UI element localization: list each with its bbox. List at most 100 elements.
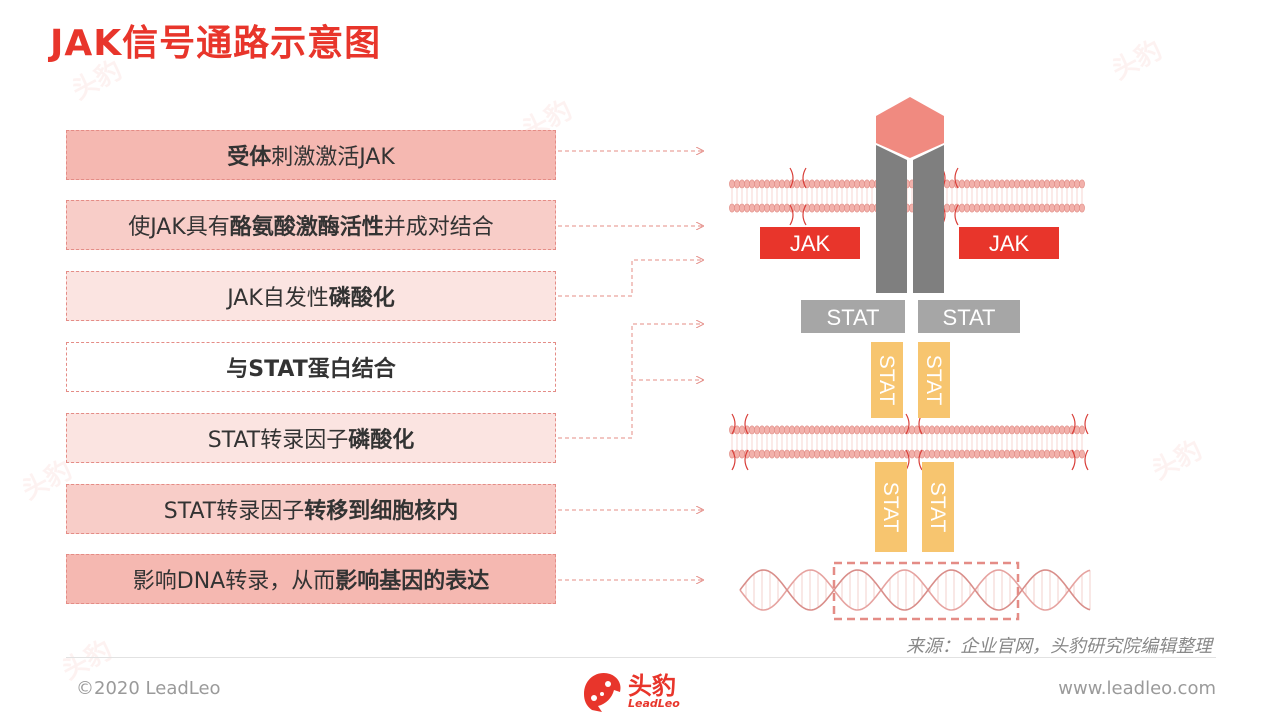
lipid-head (859, 203, 865, 213)
lipid-head (899, 425, 905, 435)
jak-proteins: JAK JAK (760, 227, 1059, 259)
lipid-head (999, 179, 1005, 189)
lipid-head (889, 425, 895, 435)
lipid-head (1024, 203, 1030, 213)
lipid-head (994, 203, 1000, 213)
step-text-segment: 酪氨酸激酶活性 (229, 215, 384, 240)
lipid-head (984, 179, 990, 189)
lipid-head (989, 179, 995, 189)
lipid-head (764, 425, 770, 435)
lipid-head (1004, 203, 1010, 213)
lipid-head (839, 425, 845, 435)
lipid-head (994, 425, 1000, 435)
lipid-head (939, 425, 945, 435)
lipid-head (1059, 449, 1065, 459)
lipid-head (784, 425, 790, 435)
lipid-head (814, 425, 820, 435)
lipid-head (869, 203, 875, 213)
lipid-head (1054, 179, 1060, 189)
lipid-head (1074, 179, 1080, 189)
lipid-head (1019, 425, 1025, 435)
step-text-segment: 并成对结合 (383, 215, 494, 240)
step-list: 受体刺激激活JAK 使JAK具有酪氨酸激酶活性并成对结合 JAK自发性磷酸化 与… (66, 0, 558, 620)
step-box-7: 影响DNA转录，从而影响基因的表达 (66, 554, 556, 604)
lipid-head (824, 203, 830, 213)
copyright-text: ©2020 LeadLeo (76, 678, 221, 699)
lipid-head (924, 449, 930, 459)
step-box-3: JAK自发性磷酸化 (66, 271, 556, 321)
lipid-head (1049, 179, 1055, 189)
step-text-segment: JAK自发性 (227, 286, 329, 311)
lipid-head (824, 449, 830, 459)
lipid-head (739, 425, 745, 435)
lipid-head (739, 203, 745, 213)
lipid-head (1079, 203, 1085, 213)
dna-helix (739, 561, 1091, 621)
jak-label-left: JAK (790, 231, 831, 256)
lipid-head (1024, 449, 1030, 459)
lipid-head (1034, 179, 1040, 189)
lipid-head (804, 449, 810, 459)
lipid-head (979, 449, 985, 459)
lipid-head (989, 203, 995, 213)
lipid-head (1069, 203, 1075, 213)
lipid-head (999, 449, 1005, 459)
lipid-head (754, 203, 760, 213)
lipid-head (849, 179, 855, 189)
lipid-head (909, 449, 915, 459)
lipid-head (1029, 203, 1035, 213)
step-text-segment: 使JAK具有 (128, 215, 230, 240)
lipid-head (734, 179, 740, 189)
lipid-head (854, 179, 860, 189)
lipid-head (1004, 425, 1010, 435)
lipid-head (759, 449, 765, 459)
lipid-head (1029, 425, 1035, 435)
stat-proteins-phosphorylated: STAT STAT (871, 342, 950, 418)
lipid-head (969, 179, 975, 189)
lipid-head (1054, 203, 1060, 213)
lipid-head (884, 425, 890, 435)
lipid-head (794, 179, 800, 189)
lipid-head (774, 203, 780, 213)
stat-vertical-1: STAT (875, 355, 898, 406)
lipid-head (829, 179, 835, 189)
lipid-head (879, 425, 885, 435)
lipid-head (804, 203, 810, 213)
lipid-head (779, 449, 785, 459)
step-box-5: STAT转录因子磷酸化 (66, 413, 556, 463)
step-text-segment: 磷酸化 (328, 286, 395, 311)
lipid-head (764, 179, 770, 189)
lipid-head (959, 203, 965, 213)
lipid-head (764, 203, 770, 213)
lipid-head (974, 179, 980, 189)
lipid-head (979, 425, 985, 435)
lipid-head (994, 179, 1000, 189)
lipid-head (1024, 179, 1030, 189)
lipid-head (789, 425, 795, 435)
step-text-segment: 刺激激活JAK (271, 145, 395, 170)
step-text-segment: 转移到细胞核内 (304, 499, 459, 524)
lipid-head (1044, 449, 1050, 459)
lipid-head (964, 203, 970, 213)
lipid-head (874, 425, 880, 435)
lipid-head (1039, 425, 1045, 435)
lipid-head (1079, 425, 1085, 435)
lipid-head (1019, 203, 1025, 213)
lipid-head (1004, 449, 1010, 459)
lipid-head (964, 449, 970, 459)
lipid-head (1024, 425, 1030, 435)
lipid-head (784, 179, 790, 189)
lipid-head (1009, 179, 1015, 189)
lipid-head (859, 425, 865, 435)
lipid-head (1039, 203, 1045, 213)
website-link[interactable]: www.leadleo.com (1058, 678, 1216, 699)
lipid-head (749, 179, 755, 189)
lipid-head (869, 179, 875, 189)
lipid-head (824, 425, 830, 435)
lipid-head (939, 449, 945, 459)
lipid-head (864, 203, 870, 213)
lipid-head (934, 449, 940, 459)
lipid-head (1049, 449, 1055, 459)
brand-logo: 头豹 LeadLeo (578, 664, 708, 718)
lipid-head (1079, 179, 1085, 189)
